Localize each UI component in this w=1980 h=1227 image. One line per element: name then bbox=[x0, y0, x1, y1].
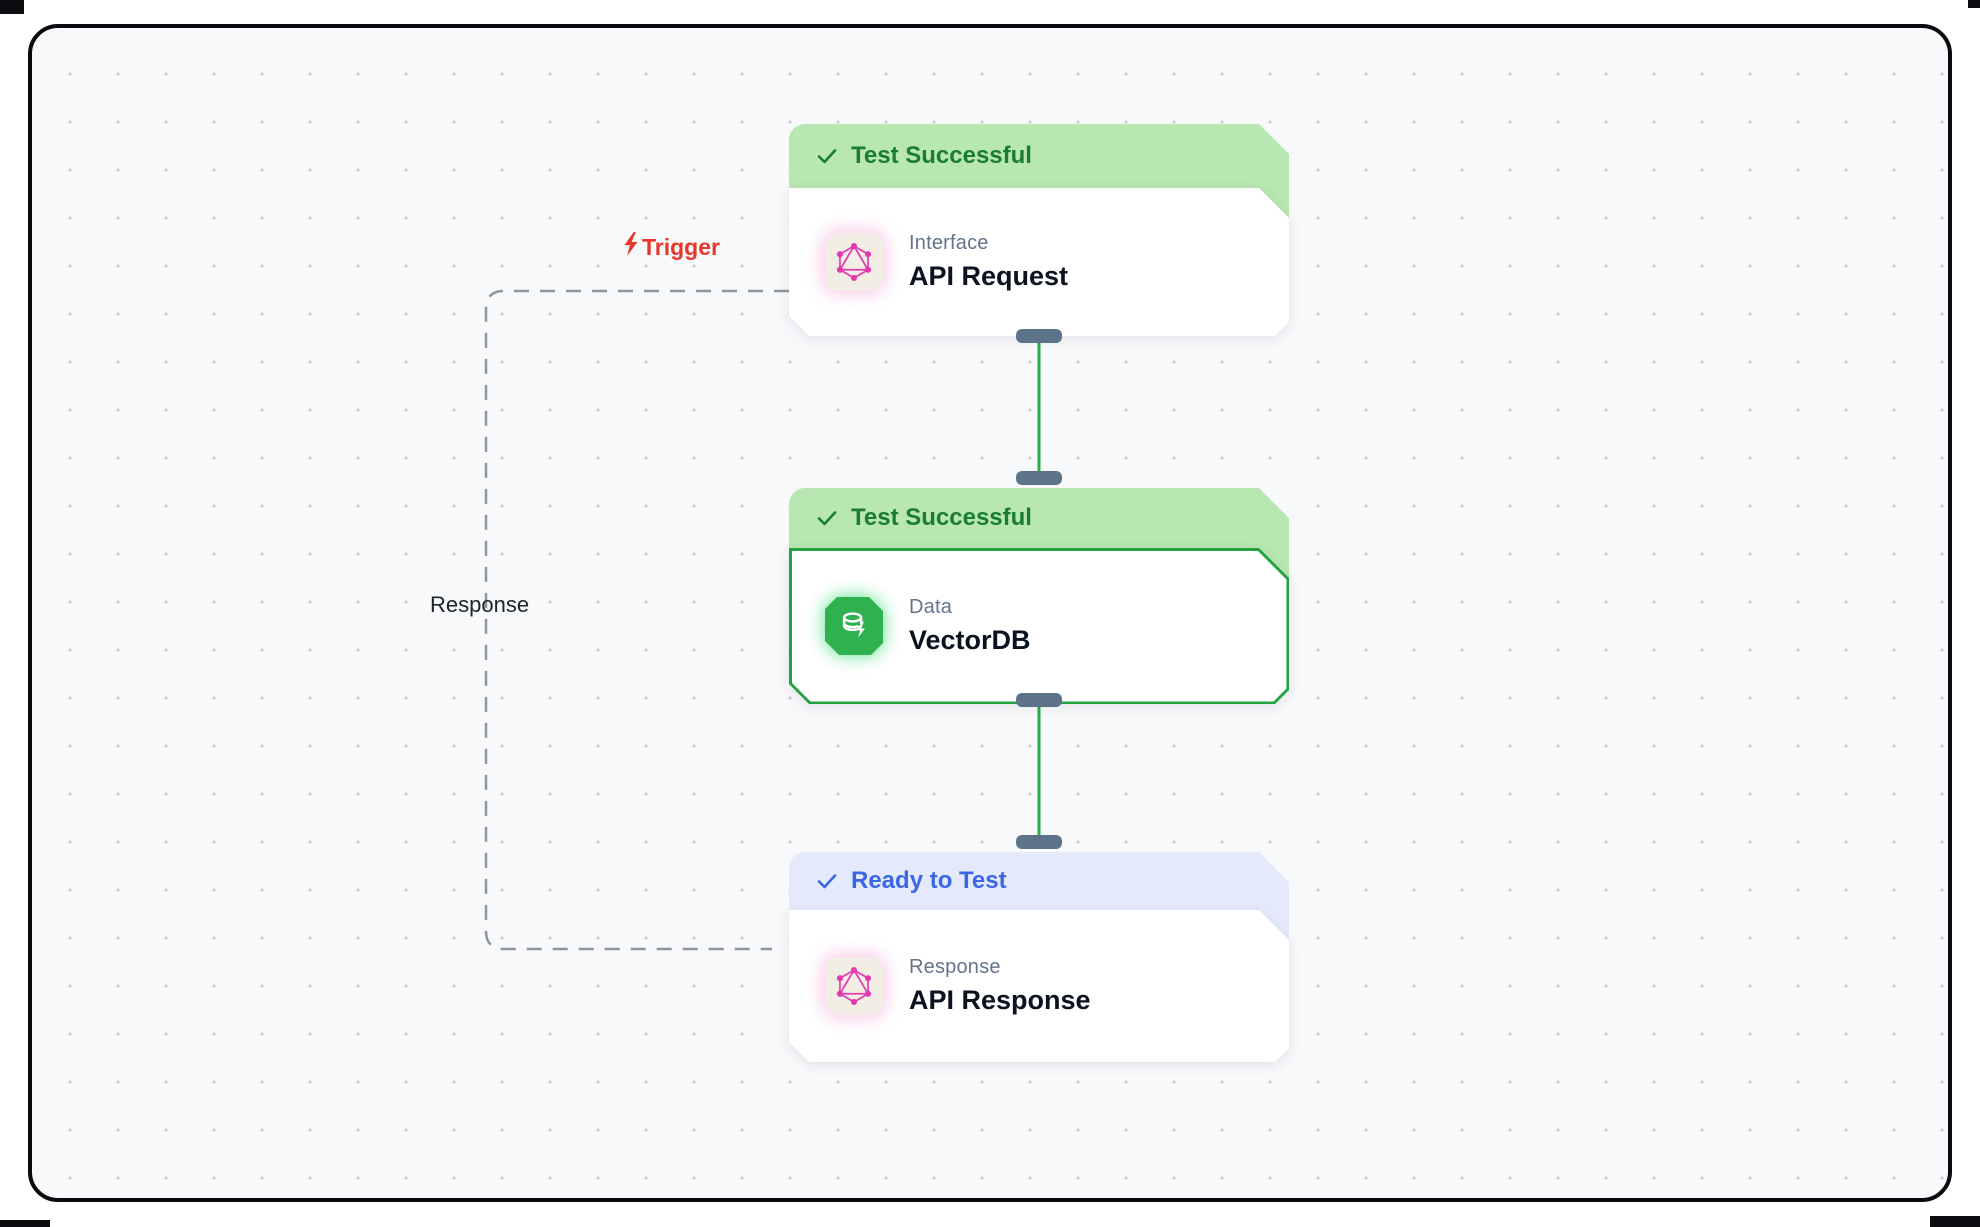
node-status-text: Ready to Test bbox=[851, 867, 1007, 894]
frame-corner-mark bbox=[0, 0, 24, 14]
node-status-text: Test Successful bbox=[851, 504, 1032, 531]
node-category: Data bbox=[909, 596, 953, 618]
node-body[interactable]: Interface API Request bbox=[789, 188, 1289, 336]
node-category: Response bbox=[909, 956, 1001, 978]
workflow-canvas[interactable]: Trigger Response Test Successful bbox=[28, 24, 1952, 1202]
trigger-edge-label-text: Trigger bbox=[642, 233, 720, 260]
response-edge-label-text: Response bbox=[430, 592, 530, 617]
output-handle-vectordb[interactable] bbox=[1016, 693, 1062, 707]
output-handle-api-request[interactable] bbox=[1016, 329, 1062, 343]
check-icon bbox=[815, 869, 839, 893]
response-loop-edge[interactable] bbox=[484, 289, 789, 951]
frame-corner-mark bbox=[0, 1220, 50, 1227]
graphql-icon bbox=[825, 957, 883, 1015]
node-api-request[interactable]: Test Successful bbox=[789, 124, 1289, 336]
node-title: VectorDB bbox=[909, 625, 1031, 655]
node-status-header: Test Successful bbox=[789, 488, 1289, 548]
node-body-selected[interactable]: Data VectorDB bbox=[789, 548, 1289, 704]
trigger-edge-label: Trigger bbox=[622, 232, 720, 262]
node-title: API Response bbox=[909, 985, 1091, 1015]
node-api-response[interactable]: Ready to Test bbox=[789, 852, 1289, 1062]
node-status-header: Test Successful bbox=[789, 124, 1289, 188]
node-status-header: Ready to Test bbox=[789, 852, 1289, 910]
frame-corner-mark bbox=[1930, 1216, 1980, 1227]
input-handle-vectordb[interactable] bbox=[1016, 471, 1062, 485]
database-icon bbox=[825, 597, 883, 655]
bolt-icon bbox=[622, 232, 640, 262]
node-status-text: Test Successful bbox=[851, 142, 1032, 169]
check-icon bbox=[815, 144, 839, 168]
graphql-icon bbox=[825, 233, 883, 291]
node-body[interactable]: Response API Response bbox=[789, 910, 1289, 1062]
check-icon bbox=[815, 506, 839, 530]
node-vectordb[interactable]: Test Successful bbox=[789, 488, 1289, 704]
edges-layer bbox=[484, 289, 1041, 951]
frame-corner-mark bbox=[1968, 0, 1980, 8]
node-category: Interface bbox=[909, 232, 989, 254]
node-title: API Request bbox=[909, 261, 1069, 291]
input-handle-api-response[interactable] bbox=[1016, 835, 1062, 849]
response-edge-label: Response bbox=[430, 592, 529, 618]
